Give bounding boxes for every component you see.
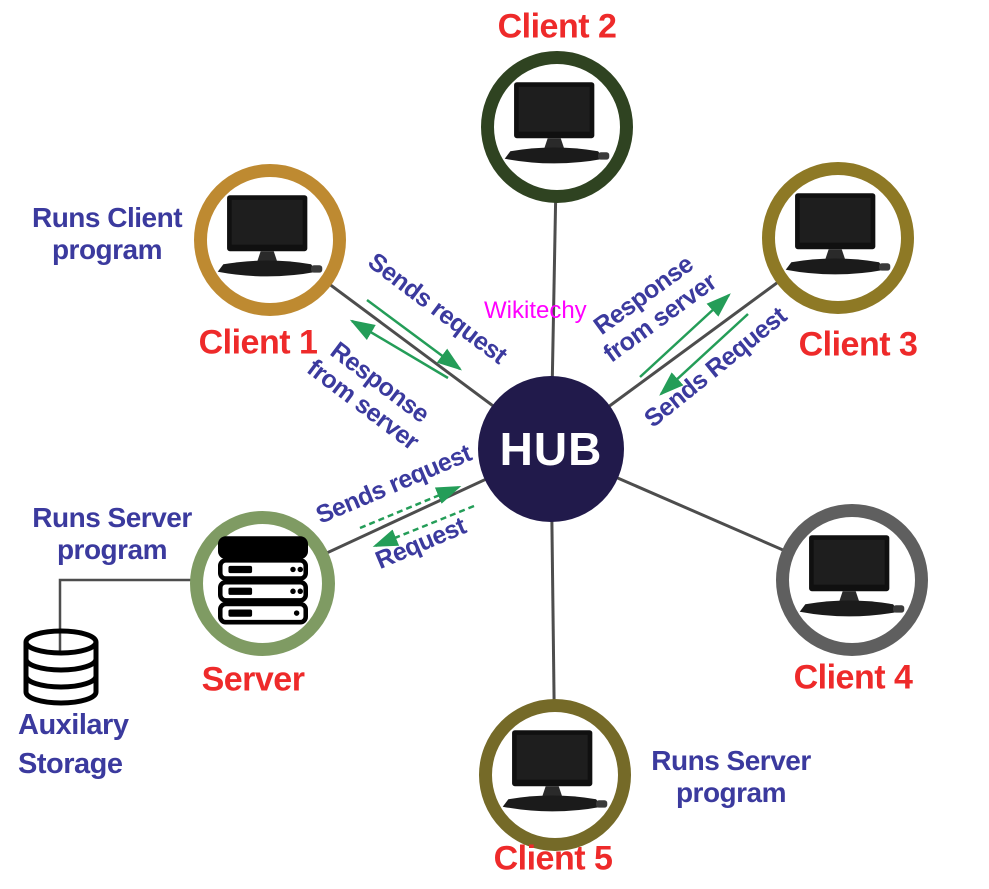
client5-ring [479,699,631,851]
wire-server-storage [58,578,192,652]
client3-ring [762,162,914,314]
client3-node [762,162,914,314]
client2-node [481,51,633,203]
client5-note: Runs Server program [651,744,811,808]
hub-node: HUB [478,376,624,522]
computer-icon [504,82,610,164]
server-ring [190,511,335,656]
arrow-hub-to-client1 [349,319,449,380]
client4-ring [776,504,928,656]
client4-node [776,504,928,656]
client3-label: Client 3 [798,325,918,364]
client2-ring [481,51,633,203]
arrow-client3-to-hub [659,313,749,396]
request-arrows [349,293,749,548]
server-rack-icon [217,535,308,624]
hub-label: HUB [499,423,603,475]
client5-node [479,699,631,851]
arrow-client1-to-hub [366,298,463,371]
computer-icon [785,193,891,275]
arrow-hub-to-server [372,504,475,548]
database-icon [23,628,99,706]
arrow-server-to-hub [359,485,462,530]
client1-ring [194,164,346,316]
storage-label: Auxilary Storage [18,709,129,781]
computer-icon [799,535,905,617]
client1-node [194,164,346,316]
storage-node [16,628,106,715]
server-label: Server [201,660,305,699]
arrow-hub-to-client3 [639,293,731,378]
client4-label: Client 4 [793,658,913,697]
watermark-text: Wikitechy [484,297,587,324]
client5-label: Client 5 [493,839,613,878]
server-note: Runs Server program [32,501,192,565]
client1-note: Runs Client program [31,201,183,265]
server-node [190,511,335,656]
computer-icon [502,730,608,812]
computer-icon [217,195,323,277]
client2-label: Client 2 [497,7,617,46]
client1-label: Client 1 [198,323,318,362]
